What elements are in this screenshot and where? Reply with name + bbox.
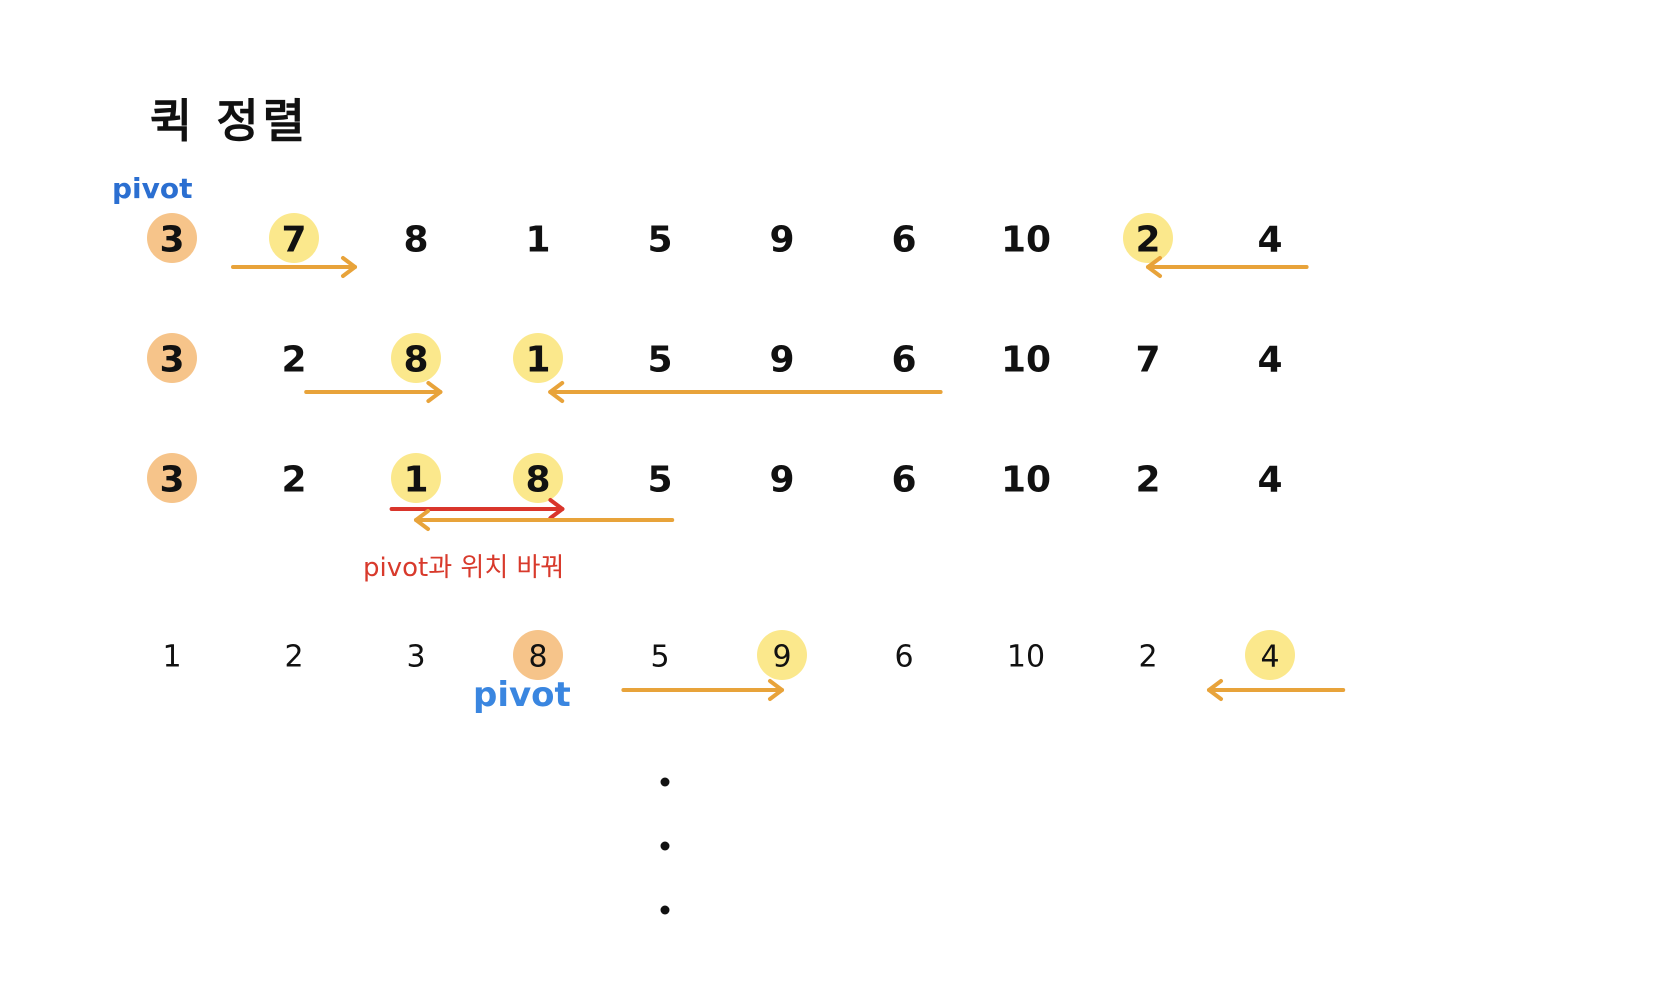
swap-arrow-head [548, 498, 565, 520]
compare-highlight [1245, 630, 1295, 680]
array-value: 1 [525, 220, 550, 261]
swap-note: pivot과 위치 바꿔 [363, 553, 565, 583]
array-value: 3 [406, 640, 425, 675]
array-value: 3 [159, 340, 184, 381]
array-value: 7 [281, 220, 306, 261]
array-value: 2 [284, 640, 303, 675]
array-value: 9 [769, 220, 794, 261]
compare-highlight [391, 333, 441, 383]
array-value: 3 [159, 460, 184, 501]
scan-arrow-head [341, 256, 357, 278]
array-value: 1 [403, 460, 428, 501]
array-value: 4 [1257, 220, 1282, 261]
compare-highlight [513, 333, 563, 383]
array-value: 8 [403, 340, 428, 381]
scan-arrow-head [1146, 256, 1162, 278]
array-value: 5 [647, 220, 672, 261]
array-value: 5 [647, 340, 672, 381]
array-value: 9 [769, 460, 794, 501]
array-value: 9 [772, 640, 791, 675]
array-value: 10 [1001, 460, 1051, 501]
scan-arrow-head [414, 509, 430, 531]
pivot-highlight [513, 630, 563, 680]
array-value: 5 [650, 640, 669, 675]
array-value: 10 [1001, 340, 1051, 381]
scan-arrow-head [768, 679, 784, 701]
array-value: 8 [525, 460, 550, 501]
array-value: 5 [647, 460, 672, 501]
array-value: 9 [769, 340, 794, 381]
page-title: 퀵 정렬 [150, 94, 309, 148]
compare-highlight [269, 213, 319, 263]
compare-highlight [391, 453, 441, 503]
pivot-label-bottom: pivot [473, 675, 571, 715]
array-value: 6 [891, 340, 916, 381]
pivot-highlight [147, 333, 197, 383]
array-value: 8 [403, 220, 428, 261]
compare-highlight [757, 630, 807, 680]
ellipsis-dot [660, 905, 670, 915]
array-value: 2 [281, 460, 306, 501]
compare-highlight [1123, 213, 1173, 263]
array-value: 6 [891, 460, 916, 501]
scan-arrow-head [1207, 679, 1223, 701]
array-value: 4 [1257, 340, 1282, 381]
array-value: 6 [891, 220, 916, 261]
array-value: 1 [525, 340, 550, 381]
array-value: 2 [1135, 460, 1160, 501]
array-value: 4 [1257, 460, 1282, 501]
ellipsis-dot [660, 841, 670, 851]
array-value: 3 [159, 220, 184, 261]
pivot-highlight [147, 213, 197, 263]
array-value: 2 [281, 340, 306, 381]
ellipsis-dot [660, 777, 670, 787]
array-value: 6 [894, 640, 913, 675]
array-value: 10 [1001, 220, 1051, 261]
pivot-label-top: pivot [112, 172, 193, 205]
array-value: 10 [1007, 640, 1045, 675]
scan-arrow-head [548, 381, 565, 403]
array-value: 7 [1135, 340, 1160, 381]
array-value: 8 [528, 640, 547, 675]
pivot-highlight [147, 453, 197, 503]
array-value: 1 [162, 640, 181, 675]
array-value: 4 [1260, 640, 1279, 675]
array-value: 2 [1138, 640, 1157, 675]
compare-highlight [513, 453, 563, 503]
array-value: 2 [1135, 220, 1160, 261]
scan-arrow-head [426, 381, 443, 403]
